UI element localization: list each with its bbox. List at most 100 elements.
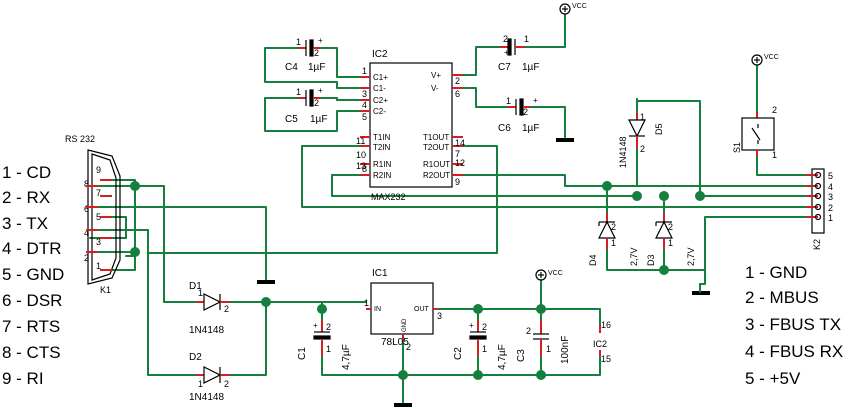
cap-value: 4,7µF	[497, 344, 508, 370]
diode-ref: D2	[189, 352, 202, 363]
svg-text:C1+: C1+	[373, 73, 388, 82]
svg-text:T1IN: T1IN	[373, 133, 391, 142]
svg-text:2: 2	[224, 304, 229, 314]
svg-text:5: 5	[362, 112, 367, 122]
legend-item: 2 - MBUS	[745, 288, 819, 307]
svg-text:2: 2	[314, 98, 319, 108]
cap-ref: C1	[297, 347, 308, 360]
svg-text:1: 1	[772, 150, 777, 160]
svg-text:C2-: C2-	[373, 107, 386, 116]
legend-item: 9 - RI	[2, 369, 44, 388]
legend-item: 5 - +5V	[745, 369, 801, 388]
legend-item: 4 - DTR	[2, 239, 62, 258]
switch-s1: 2 1 S1	[732, 105, 777, 160]
svg-text:1: 1	[482, 344, 487, 354]
diode-value: 2,7V	[686, 247, 696, 266]
svg-text:3: 3	[96, 237, 101, 247]
capacitor-c5: 1 2 + C5 1µF	[285, 86, 327, 125]
svg-text:4: 4	[362, 100, 367, 110]
svg-text:V+: V+	[431, 71, 441, 80]
connector-k2: 5 4 3 2 1 K2	[806, 168, 833, 250]
zener-d3: 2 1 D3 2,7V	[646, 213, 696, 266]
diode-d2: 1 2 D2 1N4148	[189, 352, 230, 403]
ic2-left-pin-labels: C1+ C1- C2+ C2- T1IN T2IN R1IN R2IN	[373, 73, 391, 180]
diode-ref: D5	[654, 123, 664, 135]
svg-text:4: 4	[84, 228, 89, 238]
cap-ref: C2	[453, 347, 464, 360]
zener-d4: 2 1 D4 2,7V	[588, 213, 639, 266]
cap-value: 1µF	[310, 114, 327, 125]
legend-item: 8 - CTS	[2, 343, 61, 362]
legend-item: 4 - FBUS RX	[745, 342, 843, 361]
svg-text:IN: IN	[374, 306, 381, 313]
svg-text:1: 1	[296, 87, 301, 97]
phone-pin-legend: 1 - GND 2 - MBUS 3 - FBUS TX 4 - FBUS RX…	[745, 263, 843, 388]
capacitor-c2: + 2 1 C2 4,7µF	[453, 320, 508, 370]
svg-text:+: +	[318, 86, 323, 95]
capacitor-c4: 1 2 + C4 1µF	[285, 36, 325, 73]
vcc-label: VCC	[572, 3, 587, 10]
svg-text:2: 2	[84, 253, 89, 263]
serial-pin-legend: 1 - CD 2 - RX 3 - TX 4 - DTR 5 - GND 6 -…	[2, 163, 64, 388]
connector-pin-numbers: 9 8 7 6 5 4 3 2 1	[84, 165, 101, 271]
svg-text:1: 1	[546, 344, 551, 354]
ic2-max232: IC2 MAX232 C1+ C1- C2+ C2- T1IN T2IN R1I…	[356, 49, 465, 202]
cap-ref: C7	[498, 62, 511, 73]
ic1-part: 78L05	[381, 337, 409, 348]
svg-text:2: 2	[640, 144, 645, 154]
capacitor-c1: + 2 1 C1 4,7µF	[297, 320, 352, 370]
diode-value: 2,7V	[629, 247, 639, 266]
legend-item: 3 - FBUS TX	[745, 315, 841, 334]
svg-text:+: +	[469, 321, 474, 330]
diode-d5: 1 2 D5 1N4148	[618, 112, 664, 168]
svg-text:1: 1	[828, 213, 833, 223]
svg-text:2: 2	[772, 105, 777, 115]
svg-text:1: 1	[198, 288, 203, 298]
svg-text:2: 2	[406, 342, 411, 352]
cap-value: 1µF	[522, 62, 539, 73]
ic2-power-ref: IC2	[593, 339, 607, 349]
cap-ref: C3	[516, 349, 527, 362]
svg-text:1: 1	[96, 261, 101, 271]
svg-text:2: 2	[455, 76, 460, 86]
legend-item: 1 - GND	[745, 263, 807, 282]
cap-value: 100nF	[560, 336, 571, 364]
cap-ref: C6	[498, 123, 511, 134]
diode-ref: D4	[588, 254, 598, 266]
svg-text:8: 8	[84, 179, 89, 189]
diode-ref: D3	[646, 254, 656, 266]
svg-text:8: 8	[362, 164, 367, 174]
switch-ref: S1	[732, 142, 742, 153]
ic2-pin-numbers: 1 3 4 5 11 10 13 8 2 6 14 7 12 9	[356, 66, 465, 187]
svg-text:+: +	[313, 321, 318, 330]
diode-d1: 1 2 D1 1N4148	[189, 281, 230, 336]
ic2-power-pins: 16 15 IC2	[593, 320, 611, 364]
svg-text:+: +	[318, 36, 323, 45]
svg-text:2: 2	[326, 322, 331, 332]
svg-text:1: 1	[198, 379, 203, 389]
svg-text:12: 12	[455, 158, 465, 168]
diode-ref: D1	[189, 281, 202, 292]
svg-text:2: 2	[224, 379, 229, 389]
legend-item: 2 - RX	[2, 188, 50, 207]
svg-text:2: 2	[482, 322, 487, 332]
svg-text:GND: GND	[402, 318, 408, 332]
svg-text:R1IN: R1IN	[373, 160, 391, 169]
svg-text:15: 15	[601, 354, 611, 364]
wires	[89, 14, 813, 405]
svg-text:C2+: C2+	[373, 96, 388, 105]
svg-text:R2OUT: R2OUT	[423, 171, 450, 180]
ground-symbols	[257, 138, 710, 407]
svg-text:4: 4	[828, 182, 833, 192]
svg-text:C1-: C1-	[373, 84, 386, 93]
svg-text:1: 1	[362, 66, 367, 76]
svg-text:13: 13	[356, 161, 366, 171]
vcc-symbols: VCC VCC VCC	[535, 3, 779, 281]
svg-text:6: 6	[84, 204, 89, 214]
cap-value: 4,7µF	[341, 344, 352, 370]
svg-text:1: 1	[640, 112, 645, 122]
svg-text:1: 1	[611, 238, 616, 248]
svg-text:R1OUT: R1OUT	[423, 160, 450, 169]
